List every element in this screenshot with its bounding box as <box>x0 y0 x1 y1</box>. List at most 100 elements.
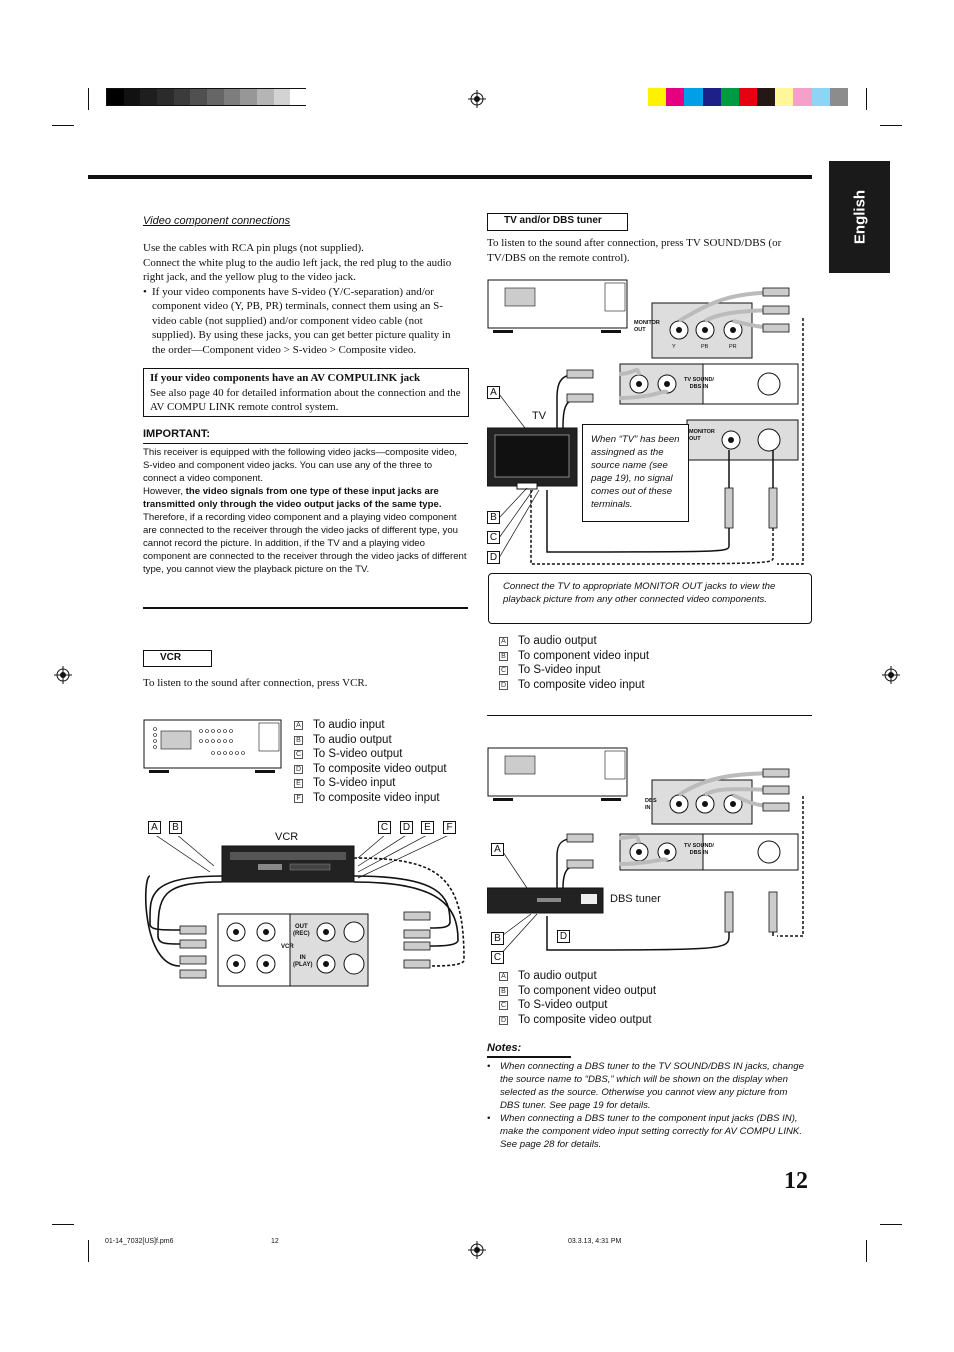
registration-swatch <box>107 89 124 105</box>
compulink-text: See also page 40 for detailed informatio… <box>150 386 461 414</box>
monitor-note-box: Connect the TV to appropriate MONITOR OU… <box>488 573 812 624</box>
diagram-letter-b: B <box>487 511 500 524</box>
jack-label-in: IN(PLAY) <box>293 955 313 968</box>
footer-page: 12 <box>271 1238 279 1245</box>
tv-device-label: TV <box>532 410 547 422</box>
registration-swatch <box>173 89 191 105</box>
top-rule <box>88 175 812 179</box>
registration-swatch <box>207 89 224 105</box>
vcr-label: VCR <box>143 650 212 667</box>
diagram-letter-a: A <box>491 843 504 856</box>
registration-target-icon <box>468 1241 486 1259</box>
diagram-letter-c: C <box>487 531 500 544</box>
registration-swatch <box>240 89 257 105</box>
tv-dbs-label: TV and/or DBS tuner <box>487 213 628 231</box>
diagram-letter-a: A <box>487 386 500 399</box>
tv-instruction: To listen to the sound after connection,… <box>487 237 782 264</box>
bullet-item: •If your video components have S-video (… <box>143 285 451 356</box>
jack-label-out: OUT(REC) <box>293 924 310 937</box>
dbs-in-label: DBS IN <box>645 798 657 811</box>
registration-swatch <box>702 88 721 106</box>
crop-mark <box>880 1224 902 1225</box>
crop-mark <box>880 125 902 126</box>
diagram-letter-c: C <box>491 951 504 964</box>
section-divider <box>487 715 812 716</box>
registration-swatch <box>223 89 241 105</box>
footer-date: 03.3.13, 4:31 PM <box>568 1238 622 1245</box>
diagram-letter-d: D <box>400 821 413 834</box>
intro-line: Connect the white plug to the audio left… <box>143 256 452 284</box>
receiver-rear-panel-icon <box>143 719 282 773</box>
crop-mark <box>866 88 867 110</box>
important-rule <box>143 443 468 444</box>
monitor-out-label: MONITOR OUT <box>689 429 715 442</box>
crop-mark <box>88 88 89 110</box>
registration-swatch <box>123 89 141 105</box>
notes-list: When connecting a DBS tuner to the TV SO… <box>487 1060 807 1151</box>
notes-rule <box>487 1056 571 1058</box>
registration-swatch <box>257 89 274 105</box>
vcr-connection-diagram <box>144 836 465 987</box>
vcr-device-label: VCR <box>275 831 299 843</box>
vcr-instruction: To listen to the sound after connection,… <box>143 677 368 689</box>
registration-swatch <box>190 89 207 105</box>
registration-swatch <box>720 88 739 106</box>
language-tab-label: English <box>851 189 868 245</box>
section-title: Video component connections <box>143 215 291 227</box>
registration-swatch <box>273 89 291 105</box>
crop-mark <box>88 1240 89 1262</box>
registration-target-icon <box>468 90 486 108</box>
diagram-letter-d: D <box>557 930 570 943</box>
registration-swatch <box>157 89 174 105</box>
y-label: Y <box>672 344 676 350</box>
registration-swatch <box>793 88 812 106</box>
important-text: This receiver is equipped with the follo… <box>143 447 467 575</box>
tv-source-callout: When “TV” has been assingned as the sour… <box>582 424 689 522</box>
color-registration-bar <box>648 88 848 106</box>
diagram-letter-b: B <box>169 821 182 834</box>
registration-swatch <box>775 88 794 106</box>
tv-sound-dbs-in-label: TV SOUND/ DBS IN <box>684 377 714 390</box>
registration-swatch <box>829 88 848 106</box>
compulink-title: If your video components have an AV COMP… <box>150 372 421 384</box>
crop-mark <box>52 1224 74 1225</box>
compulink-box: If your video components have an AV COMP… <box>143 368 469 417</box>
dbs-connection-diagram <box>487 747 804 957</box>
monitor-out-component-label: MONITOR OUT <box>634 320 660 333</box>
pb-label: PB <box>701 344 709 350</box>
note-item: When connecting a DBS tuner to the TV SO… <box>487 1060 807 1112</box>
notes-heading: Notes: <box>487 1042 522 1054</box>
gray-registration-bar <box>106 88 307 106</box>
registration-swatch <box>684 88 703 106</box>
diagram-letter-c: C <box>378 821 391 834</box>
language-tab: English <box>829 161 890 273</box>
intro-text: Use the cables with RCA pin plugs (not s… <box>143 241 463 357</box>
footer-file: 01-14_7032[US]f.pm6 <box>105 1238 174 1245</box>
registration-swatch <box>666 88 685 106</box>
registration-swatch <box>140 89 157 105</box>
registration-swatch <box>811 88 830 106</box>
tv-connection-diagram <box>487 279 804 565</box>
diagram-letter-e: E <box>421 821 434 834</box>
diagram-letter-f: F <box>443 821 456 834</box>
diagram-letter-b: B <box>491 932 504 945</box>
crop-mark <box>52 125 74 126</box>
jack-label-vcr: VCR <box>281 944 294 950</box>
page-number: 12 <box>784 1168 808 1194</box>
